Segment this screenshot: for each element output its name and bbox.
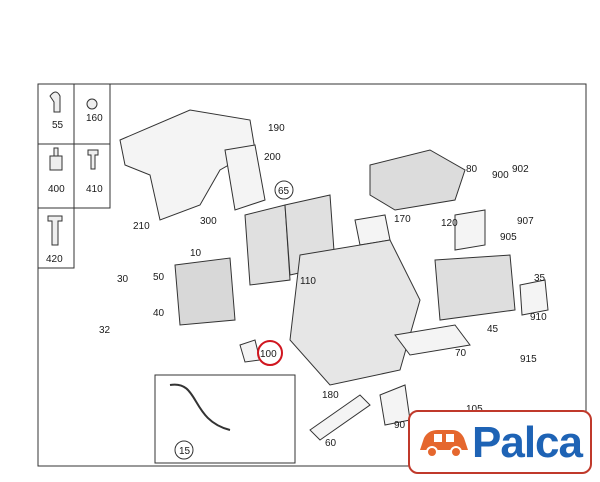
- label-80: 80: [466, 164, 478, 175]
- resistor-35: [519, 279, 549, 316]
- label-180: 180: [322, 390, 339, 401]
- label-902: 902: [512, 164, 529, 175]
- label-915: 915: [520, 354, 537, 365]
- label-30: 30: [117, 274, 129, 285]
- inset-box: [154, 374, 296, 464]
- legend-box: [37, 83, 111, 269]
- hose: [169, 383, 231, 431]
- label-120: 120: [441, 218, 458, 229]
- brand-logo: Palca: [408, 410, 592, 474]
- label-160: 160: [86, 113, 103, 124]
- label-905: 905: [500, 232, 517, 243]
- highlight-circle: [257, 340, 283, 366]
- diagram-border: [37, 83, 587, 467]
- label-105: 105: [466, 404, 483, 415]
- label-40: 40: [153, 308, 165, 319]
- label-60: 60: [325, 438, 337, 449]
- label-10: 10: [190, 248, 202, 259]
- label-400: 400: [48, 184, 65, 195]
- sensor-100: [239, 339, 261, 363]
- label-15: 15: [179, 446, 191, 457]
- duct-70: [394, 324, 471, 356]
- heater-core: [174, 257, 236, 326]
- label-55: 55: [52, 120, 64, 131]
- label-210: 210: [133, 221, 150, 232]
- clamp-icon: [49, 147, 63, 171]
- side-panel: [224, 144, 266, 211]
- label-35: 35: [534, 273, 546, 284]
- upper-housing: [369, 149, 466, 211]
- label-70: 70: [455, 348, 467, 359]
- blower-motor: [434, 254, 516, 321]
- label-45: 45: [487, 324, 499, 335]
- label-410: 410: [86, 184, 103, 195]
- nut-icon: [86, 98, 98, 110]
- label-170: 170: [394, 214, 411, 225]
- cabin-filter-left: [244, 204, 291, 286]
- label-907: 907: [517, 216, 534, 227]
- label-420: 420: [46, 254, 63, 265]
- actuator-120: [454, 209, 486, 251]
- label-90: 90: [394, 420, 406, 431]
- flap-60: [309, 394, 371, 441]
- label-900: 900: [492, 170, 509, 181]
- main-housing: [289, 239, 421, 386]
- brand-name: Palca: [472, 418, 583, 467]
- car-icon: [420, 430, 468, 458]
- motor-90: [379, 384, 411, 426]
- cover-plate: [119, 109, 256, 221]
- label-100: 100: [260, 349, 277, 360]
- label-190: 190: [268, 123, 285, 134]
- circle-65: [274, 180, 294, 200]
- label-32: 32: [99, 325, 111, 336]
- label-200: 200: [264, 152, 281, 163]
- screw-icon: [87, 149, 99, 170]
- circle-15: [174, 440, 194, 460]
- label-910: 910: [530, 312, 547, 323]
- label-300: 300: [200, 216, 217, 227]
- label-50: 50: [153, 272, 165, 283]
- bolt-icon: [47, 215, 63, 246]
- label-65: 65: [278, 186, 290, 197]
- clip-icon: [49, 91, 61, 113]
- label-110: 110: [300, 276, 316, 287]
